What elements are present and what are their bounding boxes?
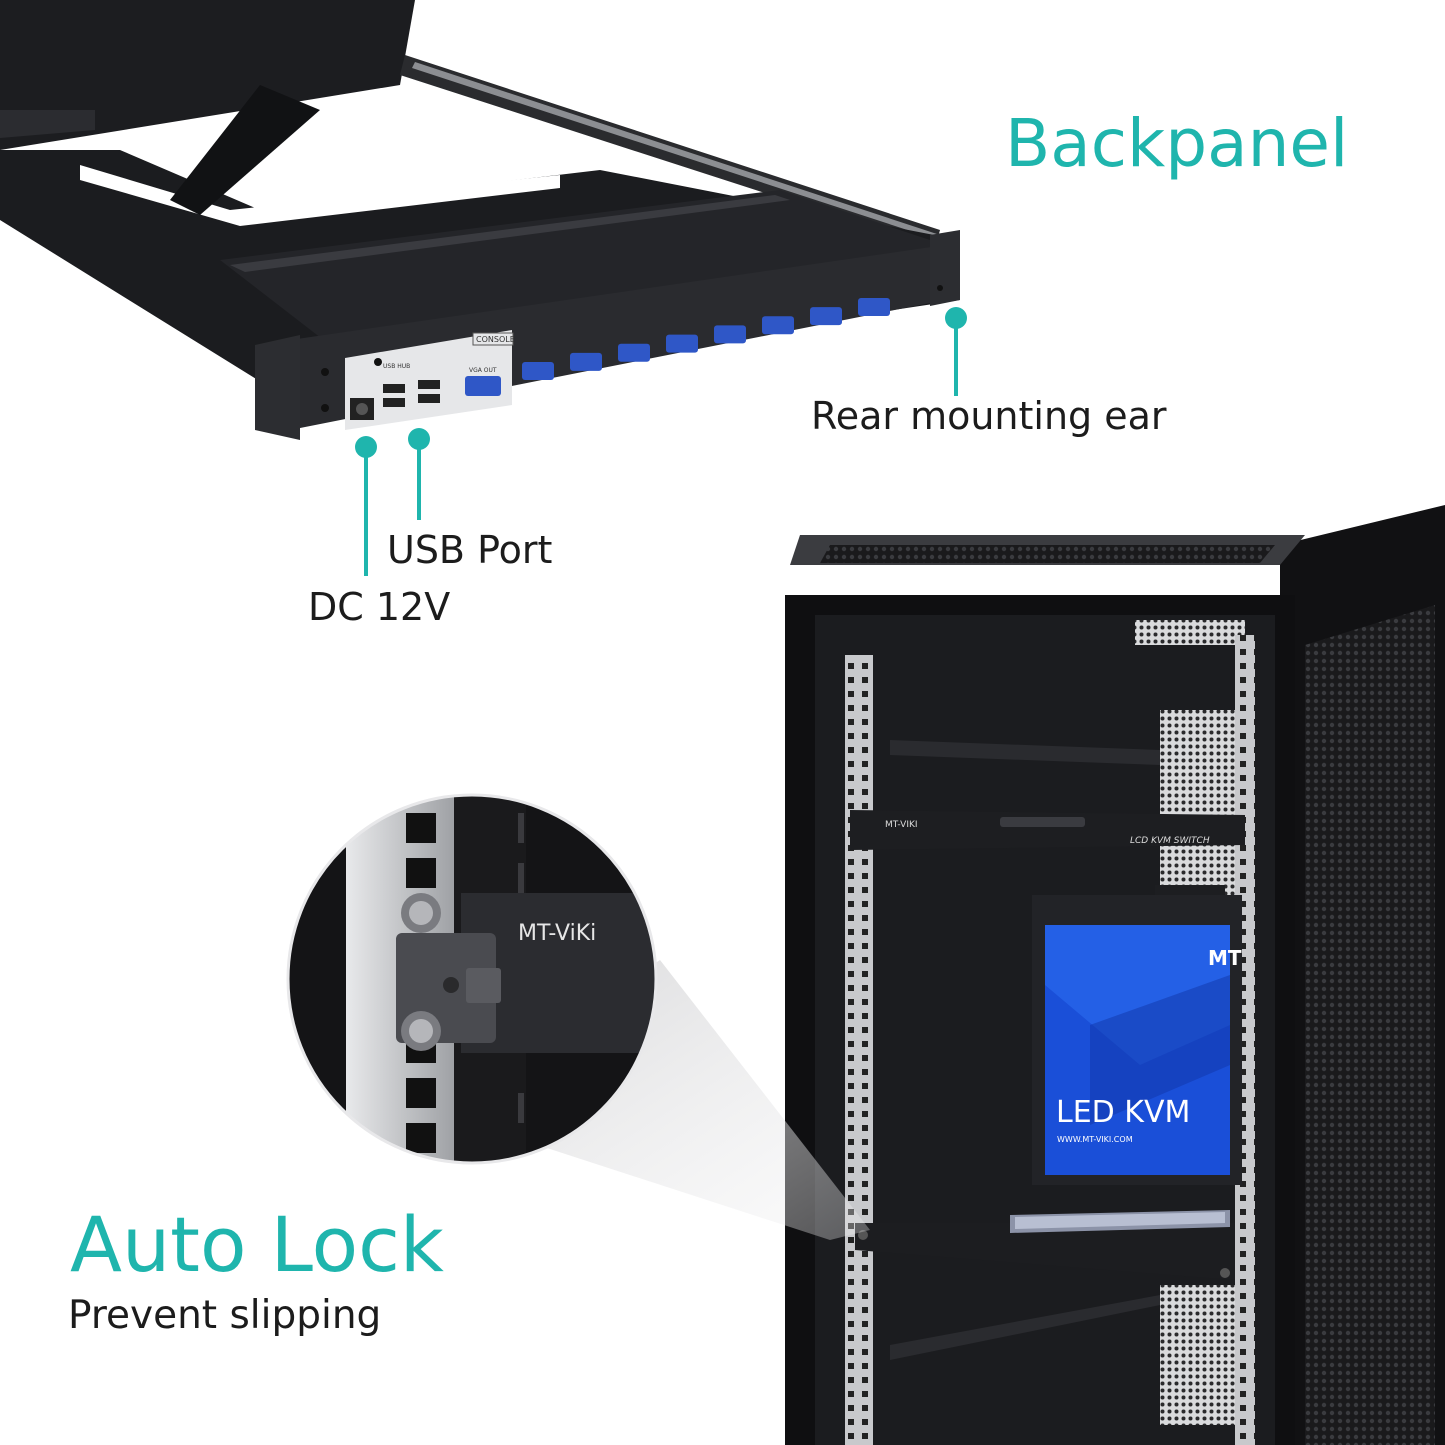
monitor-lid — [0, 0, 415, 150]
screen-title: LED KVM — [1056, 1095, 1190, 1130]
rack-rail-left — [845, 655, 873, 1445]
usb-hub-label: USB HUB — [383, 363, 410, 370]
thumb-screw-icon — [401, 1011, 441, 1051]
callout-dot-usb — [408, 428, 430, 450]
auto-lock-title: Auto Lock — [70, 1200, 444, 1289]
zoom-brand: MT-ViKi — [518, 921, 596, 946]
left-mounting-ear — [255, 335, 300, 440]
callout-dot-dc — [355, 436, 377, 458]
vga-out-label: VGA OUT — [469, 367, 497, 374]
callout-line-usb — [417, 440, 421, 520]
dc-12v-label: DC 12V — [308, 585, 451, 629]
callout-line-rear-ear — [954, 318, 958, 396]
monitor-arm — [170, 85, 320, 215]
keyboard-tray — [855, 1223, 1235, 1280]
thumb-screw-icon — [401, 893, 441, 933]
server-cabinet-illustration: MT-VIKI LCD KVM SWITCH MT LED KVM WWW.MT… — [785, 505, 1445, 1445]
usb-port-label: USB Port — [387, 528, 553, 572]
zoom-cone — [430, 960, 870, 1240]
kvm-backpanel-illustration: CONSOLE VGA OUT USB HUB — [0, 0, 960, 440]
usb-ports — [383, 380, 440, 407]
kvm-1u-unit — [850, 810, 1245, 850]
kvm-unit-brand: MT-VIKI — [885, 820, 918, 830]
vga-ports — [522, 298, 890, 380]
console-label: CONSOLE — [476, 335, 515, 344]
screen-partial-brand: MT — [1208, 946, 1242, 970]
vga-port — [858, 298, 890, 316]
rear-mounting-ear-label: Rear mounting ear — [811, 394, 1167, 438]
vga-port — [522, 362, 554, 380]
vga-port — [810, 307, 842, 326]
callout-line-dc — [364, 448, 368, 576]
vga-port — [570, 352, 602, 371]
vga-port — [714, 325, 746, 344]
vga-port — [618, 343, 650, 362]
vga-port — [666, 334, 698, 353]
right-mounting-ear — [930, 230, 960, 306]
screen-url: WWW.MT-VIKI.COM — [1057, 1135, 1133, 1144]
auto-lock-zoom-circle: MT-ViKi — [286, 793, 658, 1165]
kvm-unit-model: LCD KVM SWITCH — [1130, 836, 1210, 846]
vga-port — [762, 316, 794, 335]
backpanel-title: Backpanel — [1005, 105, 1349, 182]
auto-lock-subtitle: Prevent slipping — [68, 1293, 382, 1338]
vga-out-port — [465, 376, 501, 396]
